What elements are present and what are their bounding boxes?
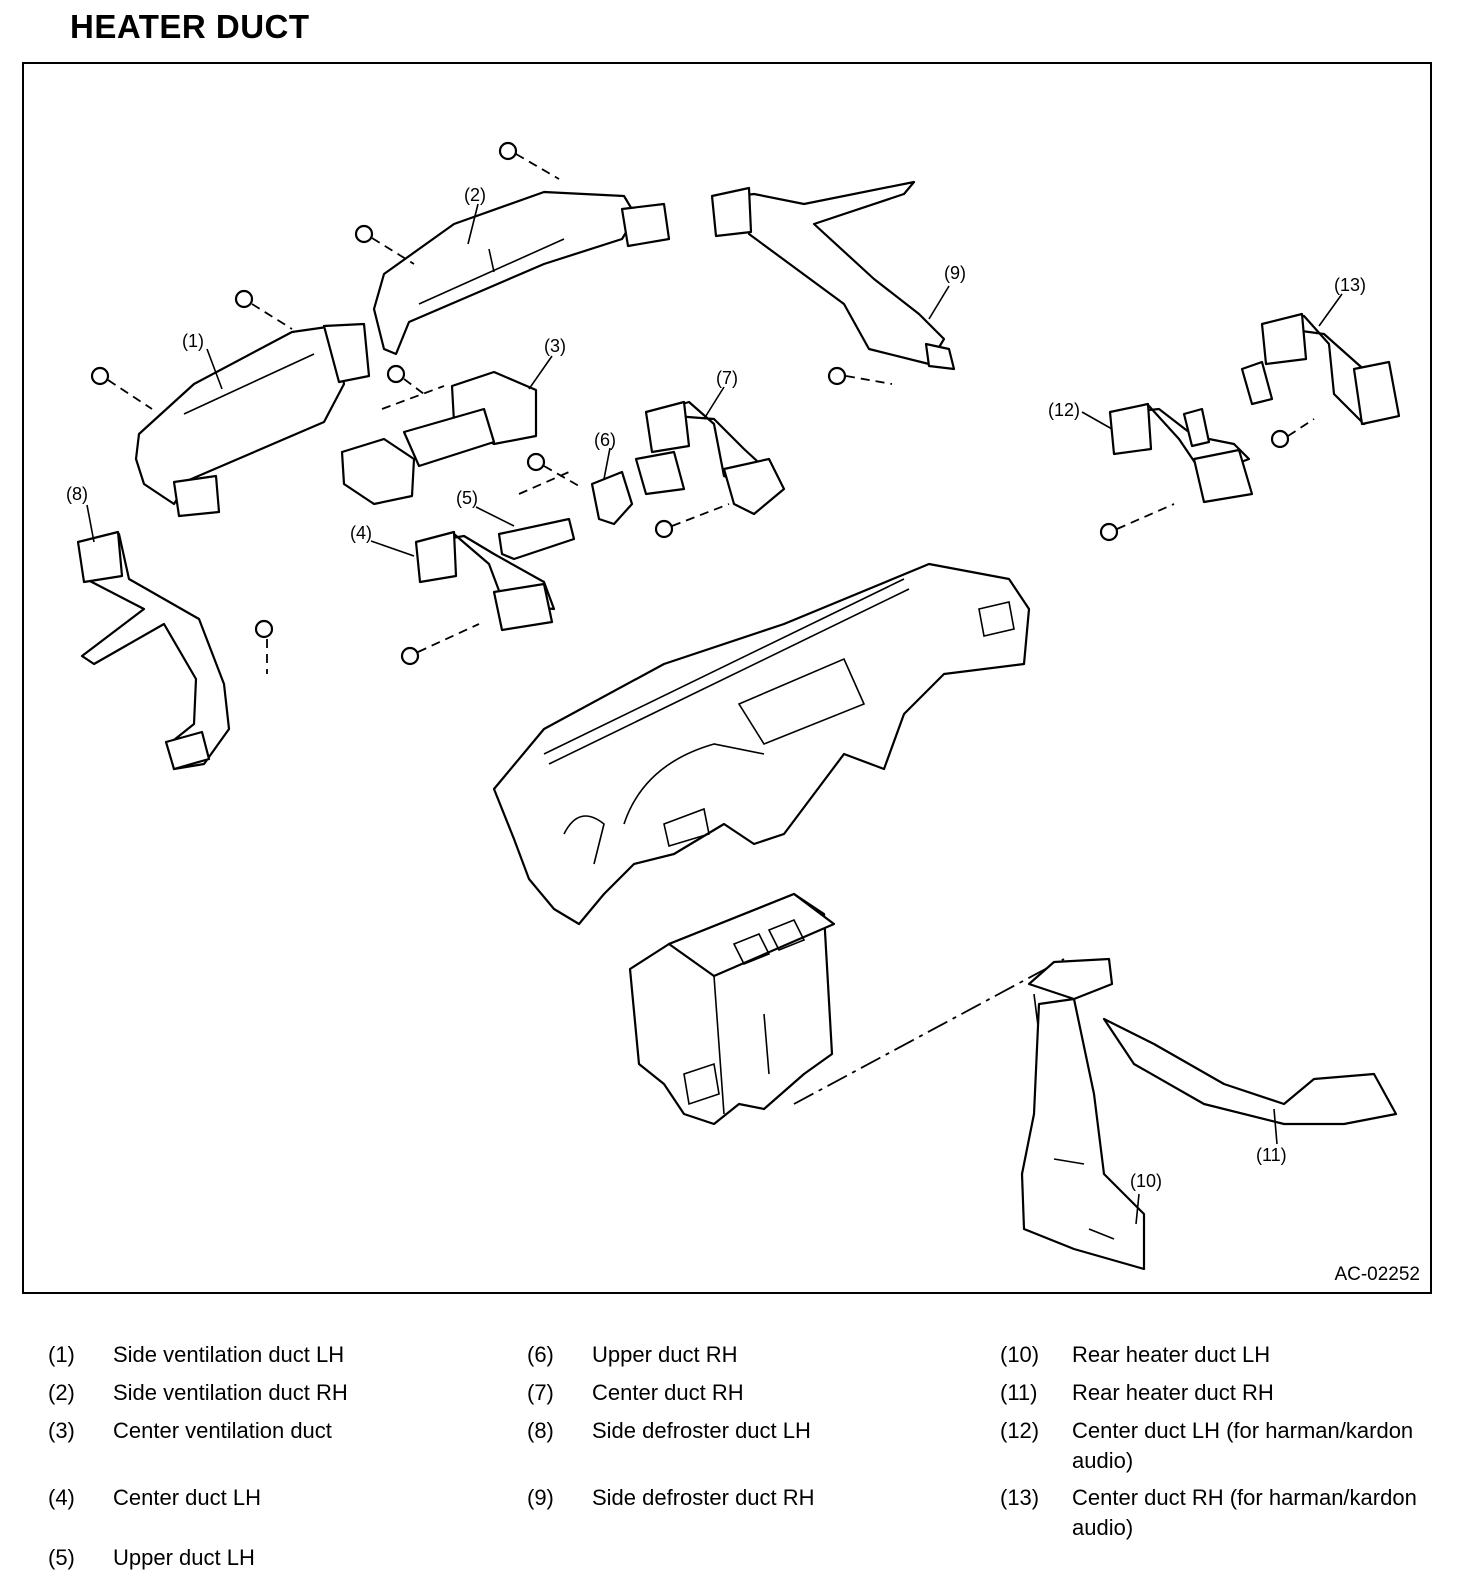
- legend-label: Center duct RH (for harman/kardon audio): [1072, 1485, 1417, 1540]
- legend-item-12: (12) Center duct LH (for harman/kardon a…: [1000, 1416, 1440, 1480]
- legend-num: (10): [1000, 1342, 1040, 1367]
- legend-num: (5): [48, 1545, 75, 1570]
- legend-label: Center duct RH: [592, 1380, 744, 1405]
- heater-unit: [628, 892, 836, 1126]
- legend-num: (11): [1000, 1380, 1038, 1405]
- legend-label: Side ventilation duct RH: [113, 1380, 348, 1405]
- leader-lines: [86, 203, 1343, 1225]
- page-title: HEATER DUCT: [70, 8, 310, 45]
- legend-num: (7): [527, 1380, 554, 1405]
- callout-10: (10): [1130, 1171, 1162, 1191]
- center-duct-lh: [400, 530, 556, 666]
- callout-3: (3): [544, 336, 566, 356]
- legend-label: Side defroster duct LH: [592, 1418, 811, 1443]
- callout-7: (7): [716, 368, 738, 388]
- legend-label: Rear heater duct RH: [1072, 1380, 1274, 1405]
- legend-num: (12): [1000, 1418, 1040, 1443]
- callout-4: (4): [350, 523, 372, 543]
- heater-to-rear-duct-line: [793, 958, 1065, 1105]
- side-ventilation-duct-lh: [134, 322, 371, 518]
- legend-label: Center ventilation duct: [113, 1418, 332, 1443]
- center-duct-lh-harman-kardon: [1099, 402, 1254, 542]
- legend-num: (6): [527, 1342, 554, 1367]
- instrument-panel: [492, 562, 1031, 926]
- screws-duct-2: [354, 141, 560, 265]
- center-duct-rh-harman-kardon: [1240, 312, 1401, 449]
- legend-label: Upper duct LH: [113, 1545, 255, 1570]
- center-ventilation-duct: [340, 364, 538, 506]
- legend-num: (13): [1000, 1485, 1040, 1510]
- legend-label: Center duct LH: [113, 1485, 261, 1510]
- legend-label: Side ventilation duct LH: [113, 1342, 345, 1367]
- callout-1: (1): [182, 331, 204, 351]
- callout-5: (5): [456, 488, 478, 508]
- upper-duct-rh: [526, 452, 634, 526]
- rear-heater-duct-rh: [1027, 957, 1398, 1126]
- legend-label: Rear heater duct LH: [1072, 1342, 1271, 1367]
- callout-11: (11): [1256, 1145, 1287, 1165]
- legend-label: Side defroster duct RH: [592, 1485, 815, 1510]
- callout-6: (6): [594, 430, 616, 450]
- side-ventilation-duct-rh: [372, 190, 671, 356]
- callout-12: (12): [1048, 400, 1080, 420]
- legend-num: (3): [48, 1418, 75, 1443]
- figure-id: AC-02252: [1334, 1264, 1420, 1285]
- legend-label: Center duct LH (for harman/kardon audio): [1072, 1418, 1414, 1473]
- callout-2: (2): [464, 185, 486, 205]
- callout-9: (9): [944, 263, 966, 283]
- callout-8: (8): [66, 484, 88, 504]
- side-defroster-duct-rh: [710, 180, 956, 386]
- legend-num: (8): [527, 1418, 554, 1443]
- diagram-canvas: (1) (2) (3) (4) (5) (6) (7) (8) (9) (10)…: [66, 141, 1401, 1271]
- legend-num: (4): [48, 1485, 75, 1510]
- legend-item-13: (13) Center duct RH (for harman/kardon a…: [1000, 1483, 1440, 1547]
- callout-13: (13): [1334, 275, 1366, 295]
- legend-num: (1): [48, 1342, 75, 1367]
- upper-duct-lh: [497, 471, 576, 561]
- legend-num: (9): [527, 1485, 554, 1510]
- parts-legend: (1) Side ventilation duct LH (2) Side ve…: [0, 1340, 1472, 1570]
- legend-num: (2): [48, 1380, 75, 1405]
- exploded-diagram: (1) (2) (3) (4) (5) (6) (7) (8) (9) (10)…: [22, 62, 1432, 1294]
- rear-heater-duct-lh: [1020, 997, 1146, 1271]
- center-duct-rh: [634, 400, 786, 539]
- screws-duct-1: [90, 289, 293, 410]
- legend-label: Upper duct RH: [592, 1342, 738, 1367]
- side-defroster-duct-lh: [76, 530, 274, 771]
